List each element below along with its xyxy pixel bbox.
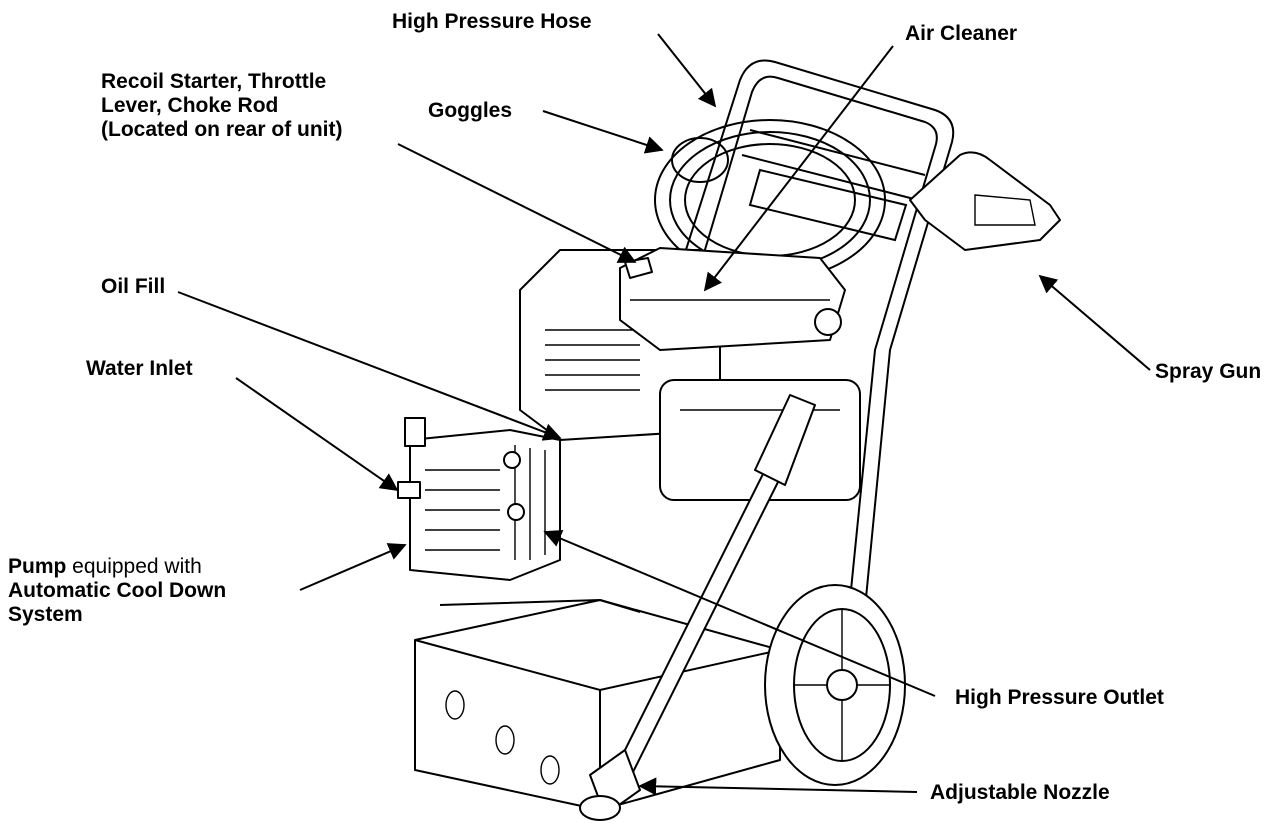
label-pump: Pump equipped with Automatic Cool Down S… — [8, 555, 226, 627]
label-goggles: Goggles — [428, 99, 513, 122]
leader-goggles — [542, 110, 664, 154]
label-high-pressure-outlet: High Pressure Outlet — [955, 686, 1164, 709]
leader-pump — [299, 543, 407, 591]
label-pump-rest: equipped with — [66, 555, 202, 578]
label-water-inlet: Water Inlet — [86, 357, 193, 380]
leader-water-inlet — [235, 377, 399, 492]
leader-adjustable-nozzle — [638, 777, 918, 796]
label-high-pressure-hose: High Pressure Hose — [392, 10, 592, 33]
label-pump-bold: Pump — [8, 555, 67, 578]
leader-high-pressure-hose — [657, 33, 717, 108]
label-adjustable-nozzle: Adjustable Nozzle — [930, 781, 1110, 804]
label-recoil-line1: Recoil Starter, Throttle — [101, 70, 327, 93]
label-oil-fill: Oil Fill — [101, 275, 166, 298]
wheel — [764, 584, 906, 786]
leader-recoil-starter — [397, 143, 637, 263]
spray-wand — [579, 394, 816, 821]
label-recoil-line2: Lever, Choke Rod — [101, 94, 279, 117]
label-pump-line2: Automatic Cool Down — [8, 579, 227, 602]
leader-air-cleaner — [703, 45, 894, 292]
handle-frame — [669, 59, 955, 661]
label-recoil-starter: Recoil Starter, Throttle Lever, Choke Ro… — [101, 70, 343, 142]
leader-high-pressure-outlet — [543, 529, 936, 697]
label-pump-line3: System — [8, 603, 83, 626]
pump — [397, 417, 561, 581]
label-recoil-line3: (Located on rear of unit) — [101, 118, 343, 141]
spray-gun — [909, 151, 1061, 251]
engine — [519, 247, 861, 501]
label-spray-gun: Spray Gun — [1155, 360, 1262, 383]
leader-spray-gun — [1038, 274, 1151, 371]
label-air-cleaner: Air Cleaner — [905, 22, 1018, 45]
leader-oil-fill — [177, 291, 562, 441]
